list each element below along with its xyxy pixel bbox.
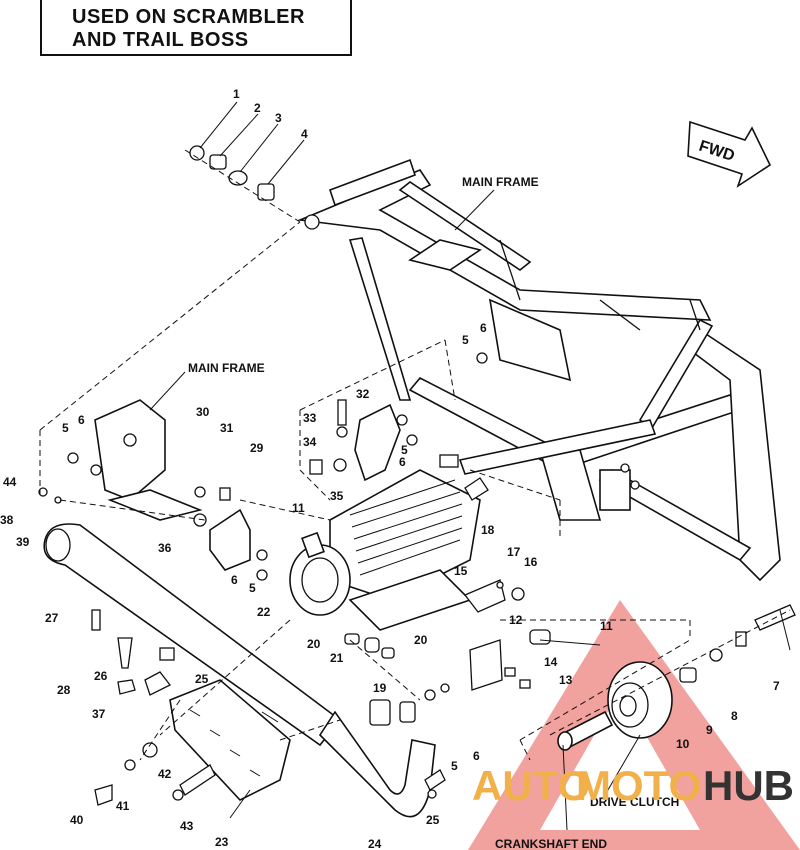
- callout: 29: [250, 441, 264, 455]
- left-bracket: [94, 399, 203, 521]
- fwd-arrow: FWD: [687, 120, 772, 188]
- callout: 41: [116, 799, 130, 813]
- callout: 4: [301, 127, 308, 141]
- main-frame-label-top: MAIN FRAME: [462, 175, 539, 189]
- callout: 32: [356, 387, 370, 401]
- callout: 14: [544, 655, 558, 669]
- callout: 6: [480, 321, 487, 335]
- callout: 35: [330, 489, 344, 503]
- callout: 13: [559, 673, 573, 687]
- callout: 15: [454, 564, 468, 578]
- watermark-moto: MOTO: [576, 762, 701, 809]
- leader-lines: [149, 101, 791, 831]
- callout: 9: [706, 723, 713, 737]
- callout: 43: [180, 819, 194, 833]
- callout-numbers: 1 2 3 4 5 6 5 6 33 34 32 30 31 29 44 38 …: [0, 87, 780, 850]
- callout: 37: [92, 707, 106, 721]
- callout: 26: [94, 669, 108, 683]
- callout: 24: [368, 837, 382, 850]
- callout: 31: [220, 421, 234, 435]
- callout: 19: [373, 681, 387, 695]
- callout: 3: [275, 111, 282, 125]
- callout: 5: [451, 759, 458, 773]
- main-frame: [296, 158, 781, 582]
- callout: 17: [507, 545, 521, 559]
- callout: 18: [481, 523, 495, 537]
- callout: 10: [676, 737, 690, 751]
- callout: 38: [0, 513, 14, 527]
- callout: 5: [249, 581, 256, 595]
- callout: 34: [303, 435, 317, 449]
- assembly-lines: [39, 149, 791, 761]
- callout: 21: [330, 651, 344, 665]
- callout: 7: [773, 679, 780, 693]
- callout: 44: [3, 475, 17, 489]
- hardware-misc: [38, 352, 796, 806]
- callout: 6: [231, 573, 238, 587]
- callout: 39: [16, 535, 30, 549]
- muffler-exhaust: [43, 523, 436, 818]
- callout: 12: [509, 613, 523, 627]
- callout: 36: [158, 541, 172, 555]
- bracket-29: [209, 508, 251, 571]
- callout: 6: [473, 749, 480, 763]
- callout: 20: [307, 637, 321, 651]
- callout: 40: [70, 813, 84, 827]
- callout: 25: [426, 813, 440, 827]
- callout: 5: [401, 443, 408, 457]
- header-line-1: USED ON SCRAMBLER: [72, 6, 305, 28]
- callout: 22: [257, 605, 271, 619]
- callout: 25: [195, 672, 209, 686]
- watermark-auto: AUTO: [472, 762, 590, 809]
- callout: 6: [78, 413, 85, 427]
- watermark-triangle: [468, 600, 800, 850]
- callout: 28: [57, 683, 71, 697]
- callout: 11: [600, 619, 613, 633]
- heat-shield: [169, 679, 291, 801]
- hardware-stack-1-4: [189, 145, 320, 230]
- callout: 2: [254, 101, 261, 115]
- callout: 20: [414, 633, 428, 647]
- drive-clutch-label: DRIVE CLUTCH: [590, 795, 679, 809]
- callout: 8: [731, 709, 738, 723]
- header-box: USED ON SCRAMBLER AND TRAIL BOSS: [40, 0, 352, 56]
- crankshaft-end-label: CRANKSHAFT END: [495, 837, 607, 850]
- callout: 1: [233, 87, 240, 101]
- bracket-32: [354, 403, 401, 482]
- engine: [289, 469, 481, 631]
- callout: 42: [158, 767, 172, 781]
- callout: 5: [462, 333, 469, 347]
- drive-clutch: [557, 661, 673, 751]
- callout: 30: [196, 405, 210, 419]
- header-line-2: AND TRAIL BOSS: [72, 29, 249, 51]
- main-frame-label-left: MAIN FRAME: [188, 361, 265, 375]
- callout: 11: [292, 501, 305, 515]
- callout: 33: [303, 411, 317, 425]
- callout: 27: [45, 611, 59, 625]
- callout: 23: [215, 835, 229, 849]
- watermark-hub: HUB: [703, 762, 794, 809]
- callout: 6: [399, 455, 406, 469]
- callout: 16: [524, 555, 538, 569]
- callout: 5: [62, 421, 69, 435]
- watermark-text: AUTO MOTO HUB: [472, 762, 794, 809]
